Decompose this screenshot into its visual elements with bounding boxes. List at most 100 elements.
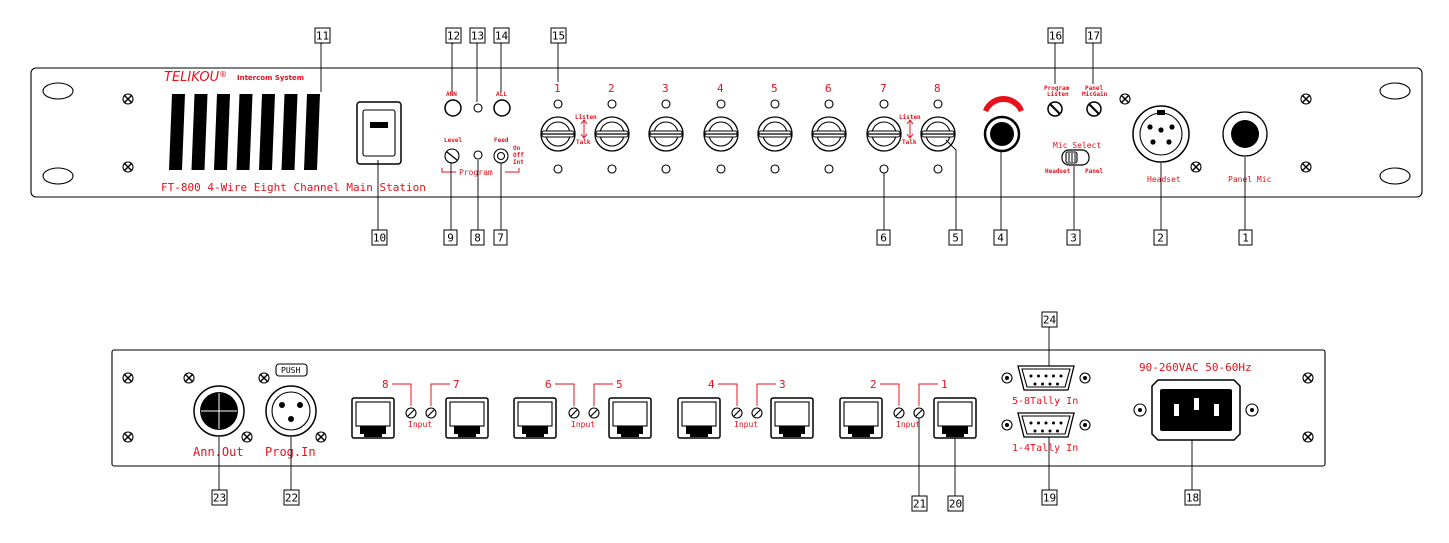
svg-text:16: 16 [1049,30,1062,43]
level-label: Level [444,137,462,144]
feed-switch[interactable] [493,148,509,164]
master-volume-knob[interactable] [983,95,1024,153]
input-trim-screw[interactable] [913,407,925,419]
feed-label: Feed [494,137,509,144]
all-button[interactable] [493,99,511,117]
panel-mic-socket[interactable] [1222,111,1268,157]
ann-out-xlr[interactable] [193,385,245,437]
svg-text:5: 5 [952,232,959,245]
talk-label: Talk [576,139,591,146]
tally-5-8-label: 5-8Tally In [1012,396,1078,407]
screw-icon [1302,372,1314,384]
callout-1: 1 [1238,157,1253,246]
screw-icon [1190,161,1202,173]
ann-button[interactable] [444,99,462,117]
svg-text:15: 15 [552,30,565,43]
callout-5: 5 [945,139,963,246]
talk-led [933,164,943,174]
callout-6: 6 [876,173,891,246]
callout-22: 22 [283,437,300,506]
power-label: 90-260VAC 50-60Hz [1139,361,1252,374]
svg-text:1: 1 [1242,232,1249,245]
tally-5-8-connector[interactable] [1001,365,1091,391]
callout-23: 23 [211,437,228,506]
vent-grille [169,94,320,170]
screw-icon [1300,161,1312,173]
listen-talk-switch[interactable] [757,116,793,152]
talk-led [607,164,617,174]
rj45-port[interactable] [933,397,977,439]
listen-talk-switch[interactable] [866,116,902,152]
rj45-port[interactable] [677,397,721,439]
input-trim-screw[interactable] [425,407,437,419]
prog-in-xlr[interactable] [265,385,317,437]
screw-icon [1119,93,1131,105]
front-panel [30,67,1423,198]
tally-1-4-connector[interactable] [1001,412,1091,438]
prog-in-label: Prog.In [265,445,316,459]
headset-xlr-connector[interactable] [1132,105,1190,163]
vent-slot [281,94,298,170]
listen-talk-switch[interactable] [594,116,630,152]
listen-led [824,99,834,109]
svg-text:11: 11 [316,30,329,43]
power-inlet[interactable] [1133,379,1259,441]
svg-text:23: 23 [213,492,226,505]
input-trim-screw[interactable] [568,407,580,419]
svg-text:21: 21 [913,498,926,511]
mic-select-switch[interactable] [1061,149,1090,166]
feed-off: Off [513,152,524,159]
svg-text:20: 20 [949,498,962,511]
listen-talk-switch[interactable] [648,116,684,152]
front-screws [122,93,1312,173]
rj45-port[interactable] [513,397,557,439]
listen-led [661,99,671,109]
screw-icon [1300,93,1312,105]
brand-name: TELIKOU® [164,70,227,85]
rj45-port[interactable] [608,397,652,439]
power-switch[interactable] [356,101,402,165]
ann-label: ANN [446,91,457,98]
svg-text:13: 13 [471,30,484,43]
listen-talk-switch[interactable] [811,116,847,152]
rj45-port[interactable] [770,397,814,439]
panel-mic-label: Panel Mic [1228,175,1272,184]
input-trim-screw[interactable] [731,407,743,419]
input-label: Input [734,420,758,429]
input-trim-screw[interactable] [405,407,417,419]
input-trim-screw[interactable] [893,407,905,419]
talk-led [770,164,780,174]
callout-8: 8 [470,160,485,246]
db9-pins [1029,374,1063,433]
rack-slot [42,82,74,100]
listen-led [879,99,889,109]
input-trim-screw[interactable] [588,407,600,419]
svg-text:17: 17 [1087,30,1100,43]
tally-1-4-label: 1-4Tally In [1012,443,1078,454]
callout-14: 14 [493,27,510,92]
brand-subtitle: Intercom System [237,74,304,82]
callout-13: 13 [469,27,486,102]
rj45-port[interactable] [839,397,883,439]
mic-select-label: Mic Select [1053,141,1101,150]
level-knob[interactable] [444,148,460,164]
input-number: 8 [382,378,389,391]
input-number: 7 [453,378,460,391]
mic-select-panel: Panel [1085,168,1103,175]
listen-talk-switch[interactable] [703,116,739,152]
input-trim-screw[interactable] [751,407,763,419]
listen-talk-switch[interactable] [920,116,956,152]
rj45-port[interactable] [445,397,489,439]
program-listen-knob[interactable] [1047,101,1063,117]
feed-int: Int [513,159,524,166]
talk-led [879,164,889,174]
model-label: FT-800 4-Wire Eight Channel Main Station [161,181,426,194]
svg-text:4: 4 [997,232,1004,245]
brand-registered: ® [219,70,227,79]
rj45-port[interactable] [351,397,395,439]
listen-talk-legend-b: Listen Talk [899,114,921,146]
panel-micgain-knob[interactable] [1086,101,1102,117]
listen-talk-switch[interactable] [540,116,576,152]
